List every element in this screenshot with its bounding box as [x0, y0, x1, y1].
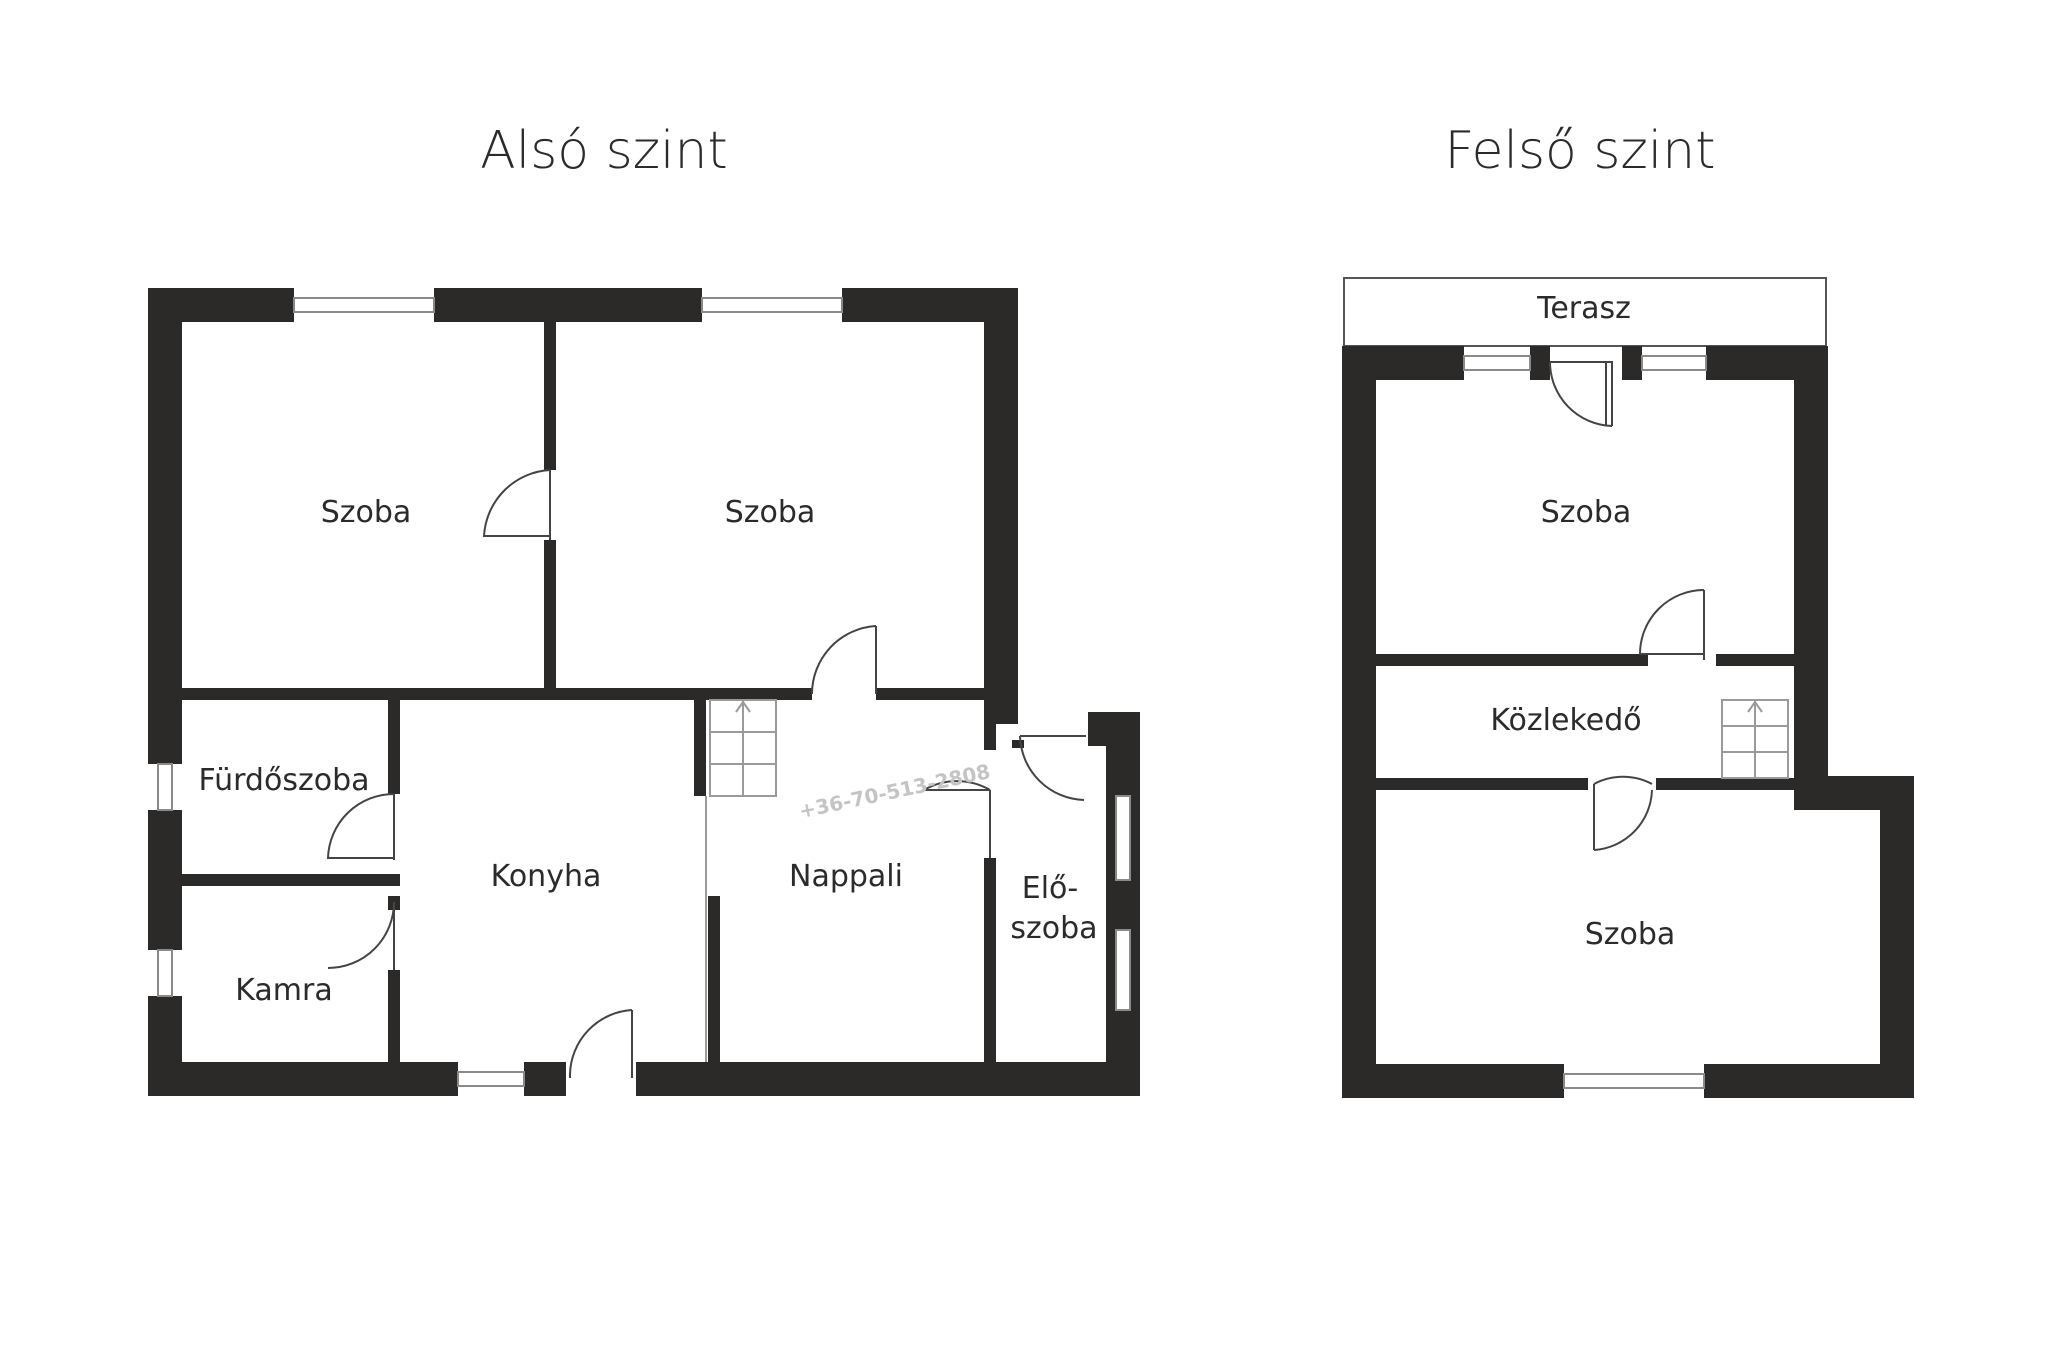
- wall: [1656, 778, 1794, 790]
- room-label-szoba-right: Szoba: [725, 495, 816, 530]
- room-label-eloszoba-line2: szoba: [1010, 911, 1097, 946]
- wall: [182, 688, 812, 700]
- window: [157, 949, 173, 997]
- watermark-phone: +36-70-513-2808: [797, 759, 992, 823]
- wall: [1088, 712, 1140, 746]
- wall: [708, 896, 720, 1062]
- door: [482, 469, 551, 540]
- window: [1463, 355, 1531, 371]
- room-label-szoba-top: Szoba: [1541, 495, 1632, 530]
- lower-floor-plan: Szoba Szoba Fürdőszoba Konyha Nappali El…: [148, 288, 1140, 1096]
- wall: [1342, 1064, 1564, 1098]
- wall: [182, 874, 400, 886]
- window: [701, 297, 843, 313]
- room-label-konyha: Konyha: [491, 859, 602, 894]
- window: [157, 763, 173, 811]
- wall: [984, 858, 996, 1062]
- door: [1019, 735, 1086, 801]
- wall: [1376, 654, 1648, 666]
- room-label-kozlekedo: Közlekedő: [1490, 703, 1641, 738]
- window: [457, 1071, 525, 1087]
- room-label-szoba-bottom: Szoba: [1585, 917, 1676, 952]
- door: [326, 793, 395, 860]
- door: [920, 780, 991, 858]
- wall: [1530, 346, 1550, 380]
- room-label-eloszoba-line1: Elő-: [1022, 871, 1078, 906]
- wall: [876, 688, 984, 700]
- wall: [1376, 778, 1588, 790]
- room-label-terasz: Terasz: [1536, 291, 1631, 326]
- wall: [1716, 654, 1794, 666]
- wall: [148, 1062, 458, 1096]
- wall: [544, 322, 556, 470]
- terrace-door: [1549, 361, 1613, 427]
- staircase: [1721, 699, 1789, 779]
- wall: [1342, 346, 1376, 1098]
- wall: [984, 724, 996, 750]
- window: [1115, 929, 1131, 1011]
- wall: [1012, 740, 1024, 748]
- window: [1563, 1073, 1705, 1089]
- wall: [524, 1062, 566, 1096]
- room-label-furdoszoba: Fürdőszoba: [199, 763, 370, 798]
- door: [810, 625, 877, 695]
- window: [1641, 355, 1707, 371]
- wall: [388, 700, 400, 794]
- wall: [148, 288, 182, 764]
- terrace-outline: [1343, 277, 1827, 347]
- window: [293, 297, 435, 313]
- door: [569, 1009, 633, 1078]
- door: [327, 901, 395, 970]
- wall: [984, 288, 1018, 724]
- door: [1638, 589, 1705, 660]
- lower-floor-title: Alsó szint: [480, 121, 728, 181]
- wall: [1106, 880, 1140, 930]
- room-label-nappali: Nappali: [789, 859, 903, 894]
- wall: [1880, 776, 1914, 1098]
- wall: [636, 1062, 1140, 1096]
- wall: [388, 970, 400, 1062]
- wall: [1794, 346, 1828, 788]
- window: [1115, 795, 1131, 881]
- wall: [434, 288, 702, 322]
- wall: [544, 540, 556, 688]
- room-label-szoba-left: Szoba: [321, 495, 412, 530]
- wall: [1622, 346, 1642, 380]
- staircase: [709, 699, 777, 797]
- wall: [1704, 1064, 1914, 1098]
- room-label-kamra: Kamra: [235, 973, 332, 1008]
- wall: [694, 700, 706, 796]
- upper-floor-title: Felső szint: [1444, 121, 1715, 181]
- door: [1593, 775, 1653, 851]
- upper-floor-plan: Terasz Szoba Közlekedő Szoba: [1342, 277, 1914, 1098]
- wall: [148, 810, 182, 950]
